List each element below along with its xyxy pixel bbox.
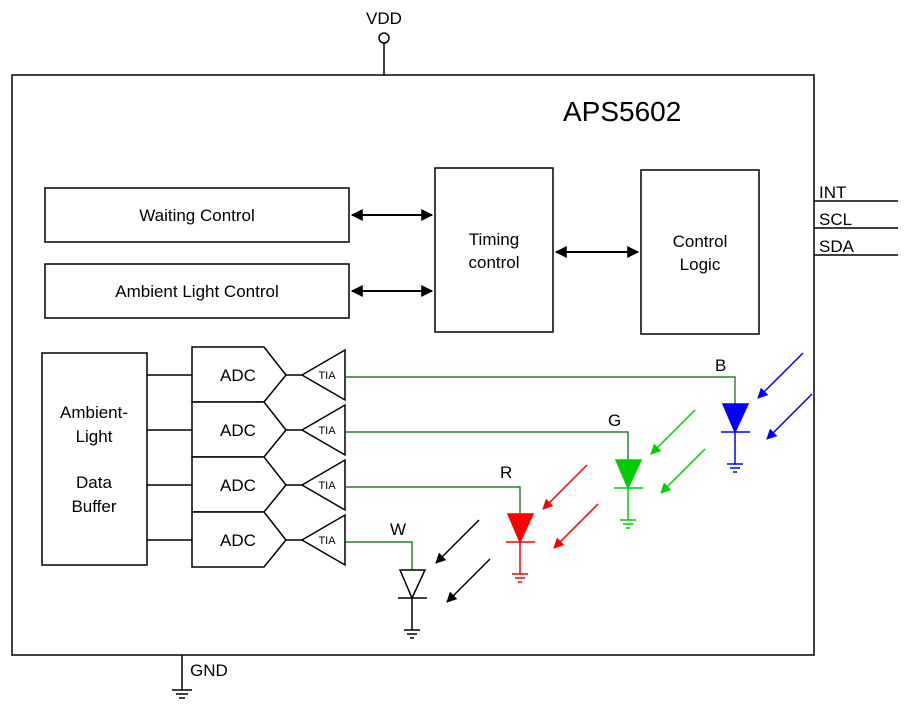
tia-label: TIA — [318, 370, 336, 382]
waiting-control-label: Waiting Control — [139, 206, 255, 225]
adc-block — [191, 511, 287, 568]
adc-block — [191, 401, 287, 458]
vdd-pin: VDD — [366, 9, 402, 75]
vdd-label: VDD — [366, 9, 402, 28]
data-buffer-label-line1: Ambient- — [60, 403, 128, 422]
adc-block — [191, 346, 287, 403]
scl-pin-label: SCL — [819, 210, 852, 229]
photodiode-label: B — [715, 356, 726, 375]
gnd-label: GND — [190, 661, 228, 680]
tia-label: TIA — [318, 480, 336, 492]
data-buffer-label-line4: Buffer — [71, 497, 116, 516]
adc-block — [191, 456, 287, 513]
photodiode-label: R — [500, 463, 512, 482]
photodiode-label: G — [608, 411, 621, 430]
channel-r: ADC TIA R — [147, 456, 599, 583]
timing-control-block — [434, 167, 554, 333]
chip-outline — [11, 74, 815, 656]
photodiode-label: W — [390, 520, 406, 539]
photodiode-g — [614, 409, 706, 529]
adc-label: ADC — [220, 531, 256, 550]
sda-pin-label: SDA — [819, 237, 855, 256]
tia-amplifier — [300, 458, 346, 512]
control-logic-block — [640, 169, 760, 335]
channel-b: ADC TIA B — [147, 346, 813, 473]
tia-label: TIA — [318, 535, 336, 547]
photodiode-b — [721, 352, 813, 473]
ambient-light-control-block — [44, 263, 350, 319]
control-logic-label-line2: Logic — [680, 255, 721, 274]
data-buffer-label-line3: Data — [76, 473, 112, 492]
adc-label: ADC — [220, 366, 256, 385]
waiting-control-block — [44, 187, 350, 243]
timing-control-label-line1: Timing — [469, 230, 519, 249]
timing-control-label-line2: control — [468, 253, 519, 272]
gnd-pin: GND — [172, 655, 228, 699]
data-buffer-block — [41, 352, 148, 566]
control-logic-label-line1: Control — [673, 232, 728, 251]
photodiode-w — [398, 519, 491, 639]
int-pin-label: INT — [819, 183, 846, 202]
channel-g: ADC TIA G — [147, 401, 706, 529]
tia-label: TIA — [318, 425, 336, 437]
photodiode-r — [506, 464, 599, 583]
channel-w: ADC TIA W — [147, 511, 491, 639]
tia-amplifier — [300, 348, 346, 402]
serial-pins: INT SCL SDA — [814, 183, 898, 256]
chip-name: APS5602 — [563, 96, 681, 127]
tia-amplifier — [300, 513, 346, 567]
data-buffer-label-line2: Light — [76, 427, 113, 446]
ambient-light-control-label: Ambient Light Control — [115, 282, 278, 301]
adc-label: ADC — [220, 476, 256, 495]
tia-amplifier — [300, 403, 346, 457]
adc-label: ADC — [220, 421, 256, 440]
